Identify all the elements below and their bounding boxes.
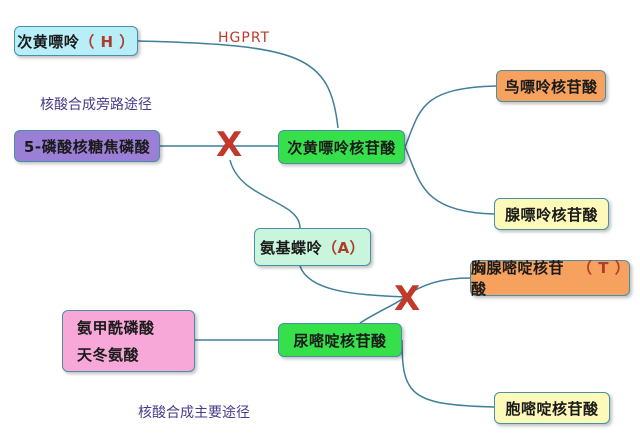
- node-hypoxanthine-abbr: （ H ）: [79, 32, 135, 51]
- connector-ump-x: [359, 296, 406, 324]
- connector-hypoxanthine-imp: [137, 40, 339, 129]
- node-tmp-label: 胸腺嘧啶核苷酸: [471, 259, 565, 298]
- node-hypoxanthine: 次黄嘌呤 （ H ）: [14, 26, 138, 56]
- label-main-pathway: 核酸合成主要途径: [138, 405, 250, 421]
- connector-x-tmp: [404, 277, 471, 298]
- node-aminopterin-label: 氨基蝶呤: [259, 238, 322, 257]
- node-aminopterin: 氨基蝶呤 （A）: [254, 228, 371, 266]
- node-precursors-line2: 天冬氨酸: [77, 346, 140, 364]
- node-ump: 尿嘧啶核苷酸: [278, 323, 402, 357]
- node-aminopterin-abbr: （A）: [321, 238, 366, 257]
- node-amp: 腺嘌呤核苷酸: [494, 198, 609, 230]
- connector-ump-cmp: [401, 339, 495, 408]
- connector-aminopterin-x: [299, 265, 406, 298]
- node-tmp-abbr: （ T ）: [577, 259, 631, 277]
- node-gmp: 鸟嘌呤核苷酸: [496, 70, 606, 102]
- node-hypoxanthine-label: 次黄嘌呤: [17, 32, 80, 51]
- block-mark-salvage: X: [216, 125, 243, 165]
- connector-imp-gmp: [404, 85, 497, 148]
- node-ump-label: 尿嘧啶核苷酸: [293, 331, 387, 350]
- node-prpp-label: 5-磷酸核糖焦磷酸: [23, 137, 151, 156]
- label-salvage-pathway: 核酸合成旁路途径: [40, 97, 152, 113]
- connector-x-aminopterin: [229, 159, 301, 229]
- node-prpp: 5-磷酸核糖焦磷酸: [14, 130, 160, 162]
- node-precursors-line1: 氨甲酰磷酸: [77, 319, 155, 337]
- connector-imp-amp: [404, 146, 495, 215]
- node-gmp-label: 鸟嘌呤核苷酸: [504, 77, 598, 96]
- node-imp-label: 次黄嘌呤核苷酸: [287, 138, 396, 157]
- node-imp: 次黄嘌呤核苷酸: [278, 130, 405, 164]
- node-precursors: 氨甲酰磷酸 天冬氨酸: [62, 310, 195, 372]
- node-cmp: 胞嘧啶核苷酸: [494, 392, 610, 424]
- node-cmp-label: 胞嘧啶核苷酸: [505, 399, 599, 418]
- block-mark-main: X: [394, 279, 421, 319]
- enzyme-label-hgprt: HGPRT: [218, 30, 271, 46]
- node-tmp: 胸腺嘧啶核苷酸 （ T ）: [470, 259, 631, 298]
- node-amp-label: 腺嘌呤核苷酸: [504, 205, 598, 224]
